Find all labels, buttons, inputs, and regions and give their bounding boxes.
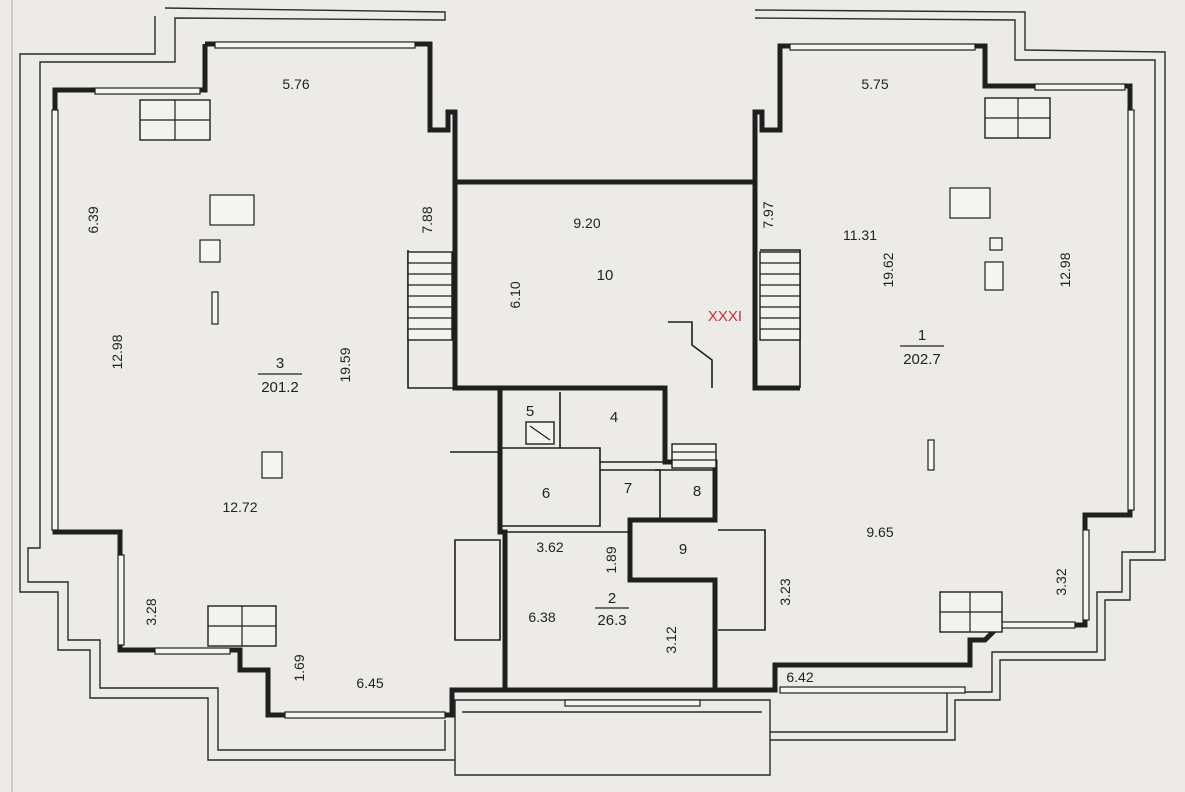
dim-label: 6.10 xyxy=(507,281,523,308)
dim-label: 7.88 xyxy=(419,206,435,233)
dim-label: 5.75 xyxy=(861,76,888,92)
dim-label: 9.20 xyxy=(573,215,600,231)
dim-label: 6.42 xyxy=(786,669,813,685)
room-10-number: 10 xyxy=(597,267,614,284)
room-5-number: 5 xyxy=(526,403,534,420)
dim-label: 7.97 xyxy=(760,201,776,228)
room-1-area: 202.7 xyxy=(903,351,941,368)
dim-label: 6.45 xyxy=(356,675,383,691)
dim-label: 3.32 xyxy=(1053,568,1069,595)
dim-label: 3.62 xyxy=(536,539,563,555)
dim-label: 6.39 xyxy=(85,206,101,233)
room-3-number: 3 xyxy=(276,355,284,372)
terrace-outline xyxy=(19,7,1166,776)
vent-shaft-left xyxy=(209,194,255,226)
room-2-area: 26.3 xyxy=(597,612,626,629)
room-8-number: 8 xyxy=(693,483,701,500)
room-9-number: 9 xyxy=(679,541,687,558)
room-1-number: 1 xyxy=(918,327,926,344)
dim-label: 5.76 xyxy=(282,76,309,92)
dimension-labels: 5.76 5.75 6.39 7.88 9.20 7.97 11.31 6.10… xyxy=(85,76,1073,691)
dim-label: 1.69 xyxy=(291,654,307,681)
vent-shaft-right xyxy=(949,187,991,219)
windows xyxy=(51,41,1135,719)
dim-label: 12.72 xyxy=(222,499,257,515)
dim-label: 6.38 xyxy=(528,609,555,625)
dim-label: 19.62 xyxy=(880,252,896,287)
dim-label: 12.98 xyxy=(1057,252,1073,287)
room-3-area: 201.2 xyxy=(261,379,299,396)
dim-label: 1.89 xyxy=(603,546,619,573)
walls xyxy=(52,41,1133,718)
room-labels: 3 201.2 1 202.7 2 26.3 10 4 5 6 7 8 9 xyxy=(258,267,944,629)
dim-label: 3.12 xyxy=(663,626,679,653)
stairs xyxy=(139,97,1051,647)
dim-label: 9.65 xyxy=(866,524,893,540)
dim-label: 11.31 xyxy=(843,227,877,243)
dim-label: 19.59 xyxy=(337,347,353,382)
room-2-number: 2 xyxy=(608,590,616,607)
dim-label: 12.98 xyxy=(109,334,125,369)
dim-label: 3.23 xyxy=(777,578,793,605)
room-4-number: 4 xyxy=(610,409,618,426)
room-7-number: 7 xyxy=(624,480,632,497)
room-6-number: 6 xyxy=(542,485,550,502)
section-stamp: XXXI xyxy=(708,308,742,325)
dim-label: 3.28 xyxy=(143,598,159,625)
